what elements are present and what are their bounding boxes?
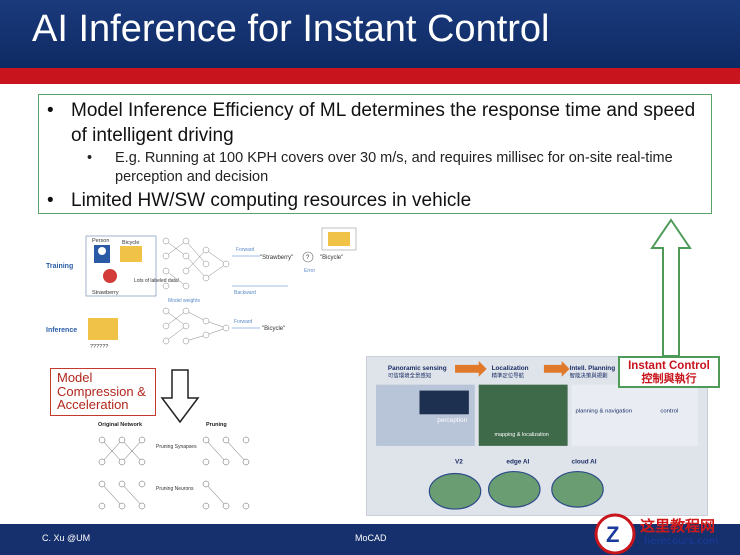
inference-label: Inference	[46, 327, 77, 334]
perception-label: perception	[437, 417, 467, 424]
pruning-neurons-label: Pruning Neurons	[156, 486, 194, 492]
localization-label: Localization	[492, 365, 529, 372]
arrow-1-icon	[455, 360, 487, 377]
edge-ai-label: edge AI	[506, 459, 529, 466]
watermark-logo-icon: Z	[594, 513, 636, 555]
instant-control-label: Instant Control	[628, 360, 710, 372]
bullet-dot: •	[47, 190, 54, 211]
output-bicycle-inference: "Bicycle"	[262, 326, 285, 332]
architecture-figure: Panoramic sensing 可信環境全景感知 Localization …	[366, 356, 708, 516]
output-bicycle-target: "Bicycle"	[320, 255, 343, 261]
pruning-synapses-label: Pruning Synapses	[156, 444, 197, 450]
pruning-figure: Original Network Pruning Pruning Synapse…	[98, 422, 250, 510]
planning-label: Intell. Planning	[570, 365, 616, 372]
pruned-network	[202, 436, 250, 510]
question-label: ?	[306, 255, 310, 261]
training-inference-figure: Training Inference Person Bicycle Strawb…	[46, 227, 357, 350]
planning-nav-label: planning & navigation	[576, 408, 632, 414]
panoramic-cn-label: 可信環境全景感知	[388, 372, 431, 380]
error-label: Error	[304, 268, 315, 274]
svg-text:Z: Z	[606, 522, 619, 547]
backward-label: Backward	[234, 290, 256, 296]
model-weights-label: Model weights	[168, 298, 200, 304]
training-network	[162, 237, 230, 290]
forward-inference-label: Forward	[234, 319, 253, 325]
arrow-2-icon	[543, 360, 570, 377]
up-arrow-icon	[650, 218, 692, 357]
v2-label: V2	[455, 459, 463, 466]
control-label: control	[660, 408, 678, 414]
panoramic-label: Panoramic sensing	[388, 365, 447, 372]
localization-cn-label: 精準定位导航	[492, 372, 525, 380]
down-arrow-icon	[160, 369, 200, 424]
inference-bicycle-icon	[88, 318, 118, 340]
bullet-1: • Model Inference Efficiency of ML deter…	[47, 98, 697, 148]
accent-red-bar	[0, 68, 740, 84]
pruning-label: Pruning	[206, 422, 227, 428]
mapping-image	[478, 384, 568, 446]
bullet-dot: •	[47, 100, 54, 121]
v2-scene	[428, 472, 482, 510]
watermark: Z 这里教程网 herecours.com	[592, 512, 740, 555]
person-label: Person	[92, 238, 109, 244]
slide-title: AI Inference for Instant Control	[32, 8, 550, 50]
bullet-2: • Limited HW/SW computing resources in v…	[47, 189, 697, 213]
sub-bullet-dot: •	[87, 150, 93, 166]
planning-image	[571, 384, 698, 446]
watermark-url: herecours.com	[644, 536, 719, 547]
instant-control-cn-label: 控制與執行	[641, 373, 697, 385]
planning-cn-label: 智能决策與規劃	[570, 372, 608, 380]
original-network-label: Original Network	[98, 422, 143, 428]
original-network	[98, 436, 146, 510]
bicycle-icon	[120, 246, 142, 262]
instant-control-box: Instant Control 控制與執行	[618, 356, 720, 388]
bullet-1-text: Model Inference Efficiency of ML determi…	[71, 100, 696, 146]
forward-label: Forward	[236, 247, 255, 253]
sub-bullet-1: • E.g. Running at 100 KPH covers over 30…	[87, 149, 699, 187]
strawberry-icon	[103, 269, 117, 283]
bullet-box: • Model Inference Efficiency of ML deter…	[38, 94, 712, 214]
cloud-ai-label: cloud AI	[572, 459, 597, 466]
footer-author: C. Xu @UM	[42, 533, 91, 543]
inference-network	[162, 307, 230, 345]
question-marks-label: ??????	[90, 344, 108, 350]
output-strawberry: "Strawberry"	[260, 255, 293, 261]
labeled-data-label: Lots of labeled data!	[134, 278, 179, 284]
compression-box: Model Compression & Acceleration	[50, 368, 156, 416]
bicycle-target-icon	[328, 232, 350, 246]
edge-scene	[488, 470, 541, 508]
bullet-2-text: Limited HW/SW computing resources in veh…	[71, 190, 472, 211]
header-bar: AI Inference for Instant Control	[0, 0, 740, 68]
strawberry-label: Strawberry	[92, 290, 119, 296]
mapping-label: mapping & localization	[495, 432, 549, 438]
sub-bullet-1-text: E.g. Running at 100 KPH covers over 30 m…	[115, 150, 673, 185]
bicycle-label: Bicycle	[122, 240, 139, 246]
watermark-name: 这里教程网	[640, 517, 716, 535]
cloud-scene	[551, 470, 604, 508]
training-label: Training	[46, 263, 73, 270]
compare-icon	[302, 251, 314, 263]
footer-course: MoCAD	[355, 533, 387, 543]
